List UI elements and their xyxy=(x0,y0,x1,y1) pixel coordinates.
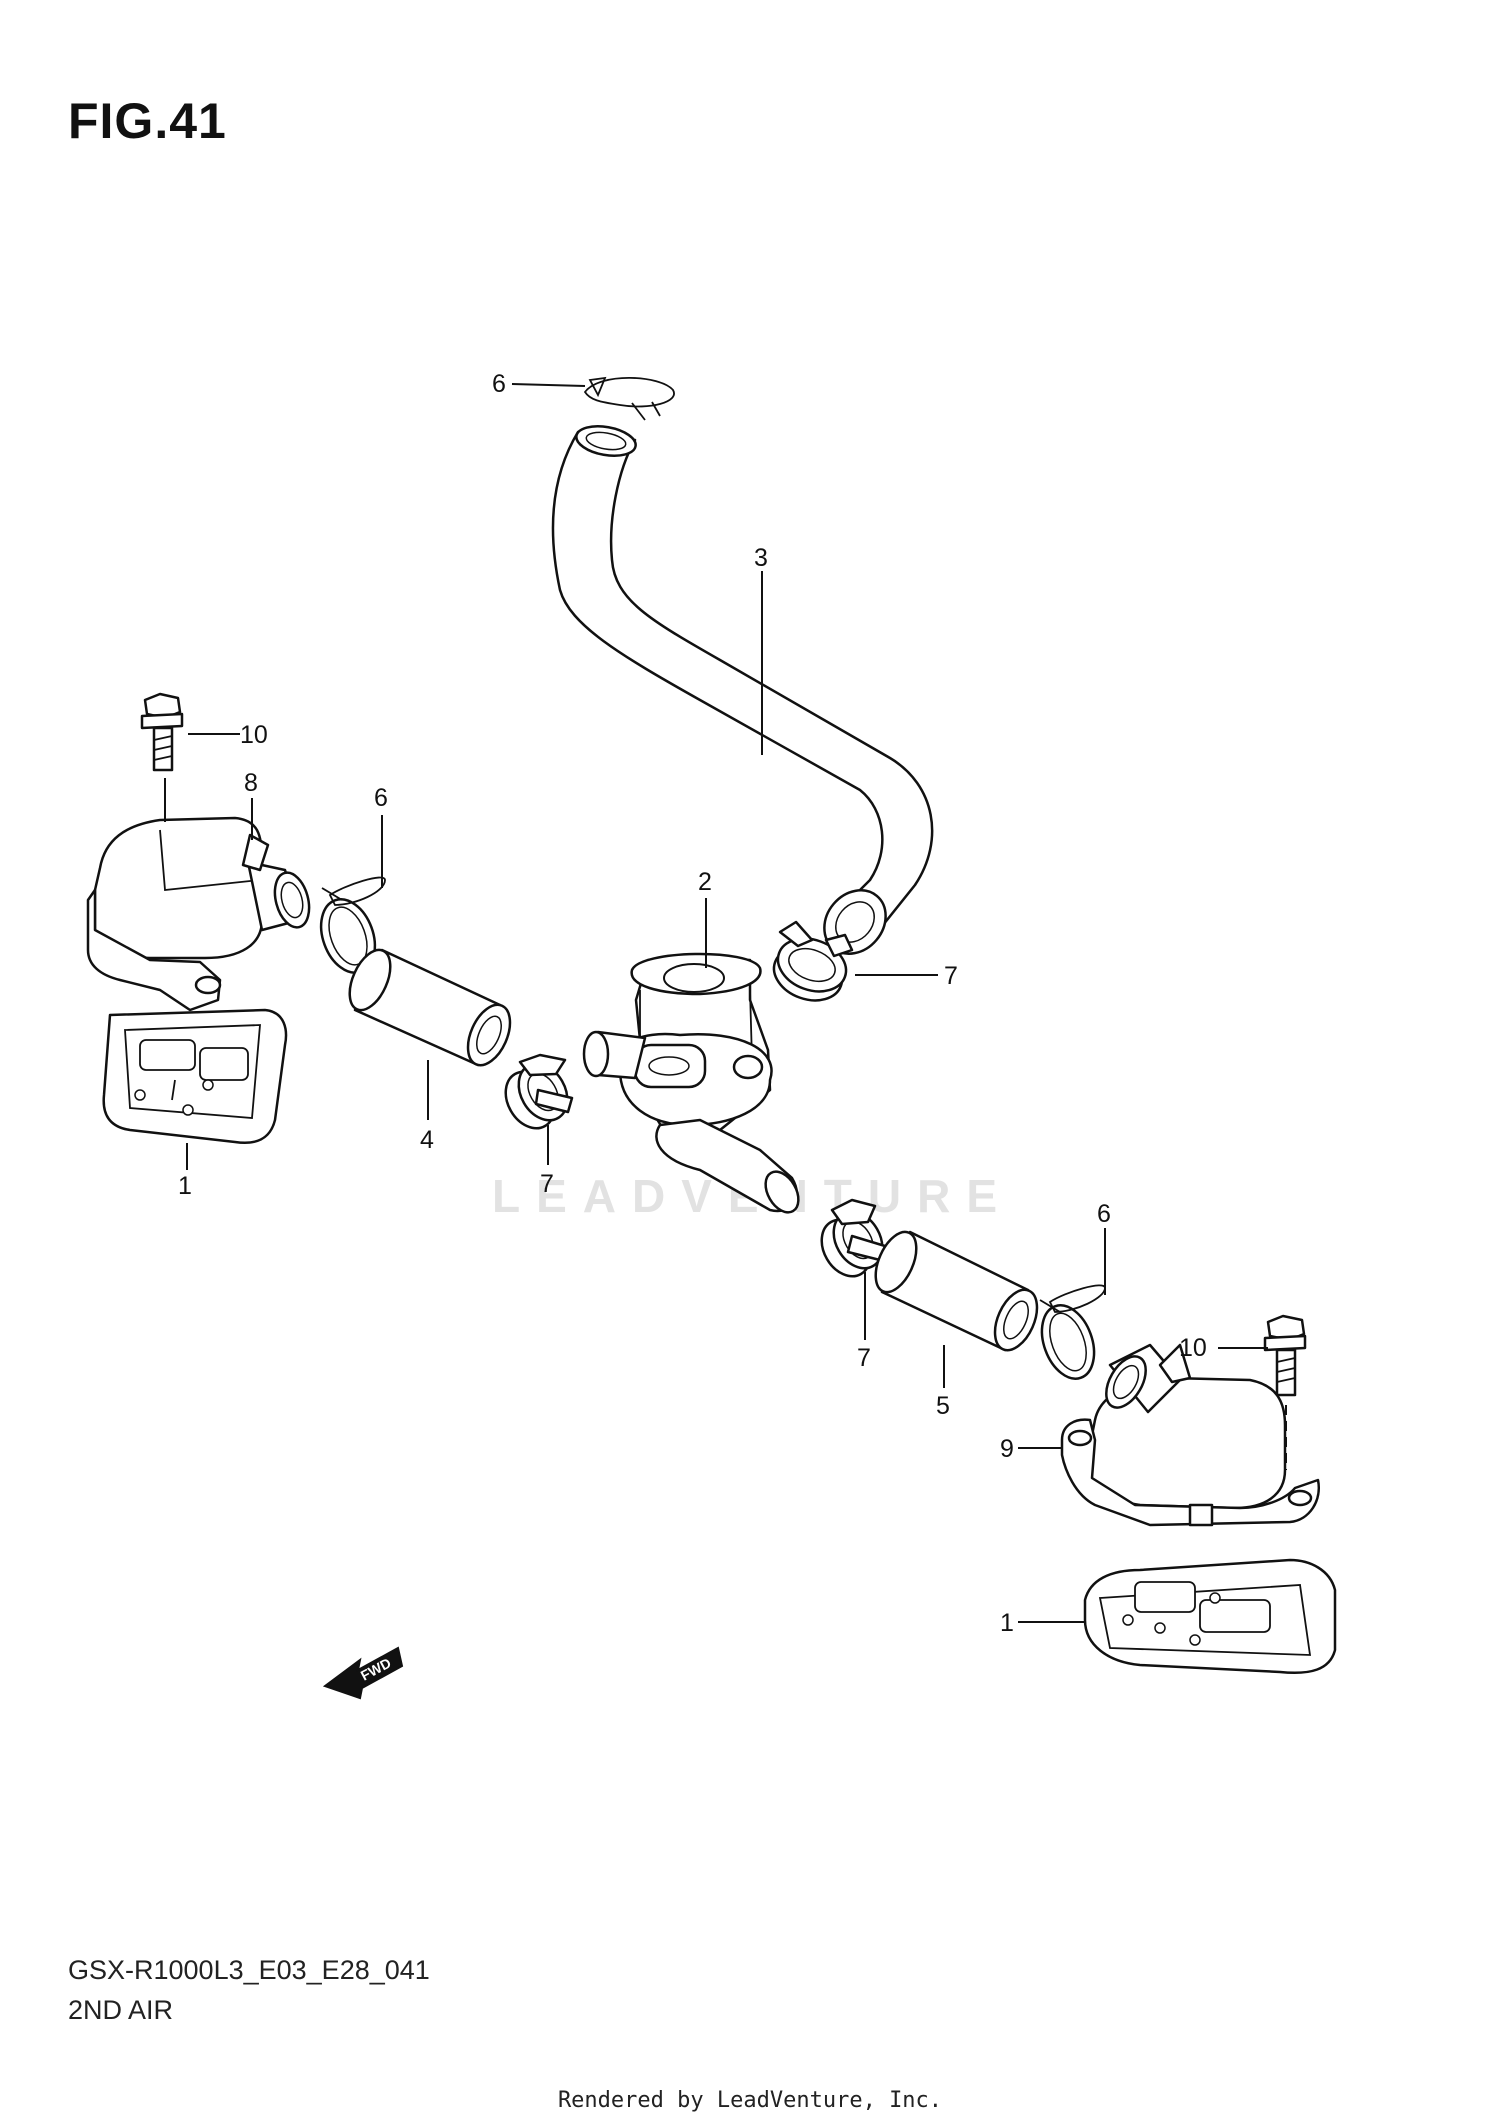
callout-3: 3 xyxy=(754,544,768,572)
part-6-clip-top[interactable] xyxy=(583,376,675,421)
callout-7-upper: 7 xyxy=(944,962,958,990)
rendered-by-credit: Rendered by LeadVenture, Inc. xyxy=(557,2088,943,2113)
part-6-clip-left[interactable] xyxy=(312,876,386,981)
part-1-reed-valve-left[interactable] xyxy=(102,1008,288,1144)
callout-6-top: 6 xyxy=(492,370,506,398)
callout-5: 5 xyxy=(936,1392,950,1420)
callout-6-right: 6 xyxy=(1097,1200,1111,1228)
part-7-clamp-lower[interactable] xyxy=(812,1198,892,1285)
callout-2: 2 xyxy=(698,868,712,896)
part-10-bolt-right[interactable] xyxy=(1263,1314,1307,1470)
section-name: 2ND AIR xyxy=(68,1995,174,2025)
callout-1-left: 1 xyxy=(178,1172,192,1200)
part-6-clip-right[interactable] xyxy=(1032,1284,1106,1386)
model-code: GSX-R1000L3_E03_E28_041 xyxy=(68,1955,430,1985)
callout-10-right: 10 xyxy=(1179,1334,1207,1362)
callout-4: 4 xyxy=(420,1126,434,1154)
callout-7-mid: 7 xyxy=(540,1170,554,1198)
callout-9: 9 xyxy=(1000,1435,1014,1463)
part-5-hose-short[interactable] xyxy=(867,1226,1045,1357)
callout-8: 8 xyxy=(244,769,258,797)
part-9-reed-valve-cover-right[interactable] xyxy=(1060,1343,1321,1527)
figure-title: FIG.41 xyxy=(68,93,227,149)
part-4-hose-short[interactable] xyxy=(341,944,518,1072)
callout-6-left: 6 xyxy=(374,784,388,812)
part-8-reed-valve-cover-left[interactable] xyxy=(86,816,315,1012)
callout-labels: 6 3 10 8 6 2 7 4 1 7 6 7 10 5 9 1 xyxy=(178,370,1207,1637)
forward-direction-arrow: FWD xyxy=(322,1646,404,1700)
part-1-reed-valve-right[interactable] xyxy=(1083,1558,1337,1674)
part-7-clamp-mid[interactable] xyxy=(496,1053,577,1137)
part-3-hose[interactable] xyxy=(551,422,934,966)
part-10-bolt-left[interactable] xyxy=(140,692,184,772)
callout-7-lower: 7 xyxy=(857,1344,871,1372)
callout-1-right: 1 xyxy=(1000,1609,1014,1637)
part-2-valve[interactable] xyxy=(582,952,805,1218)
part-7-clamp-upper[interactable] xyxy=(767,920,854,1009)
leader-lines xyxy=(164,383,1268,1623)
callout-10-left: 10 xyxy=(240,721,268,749)
